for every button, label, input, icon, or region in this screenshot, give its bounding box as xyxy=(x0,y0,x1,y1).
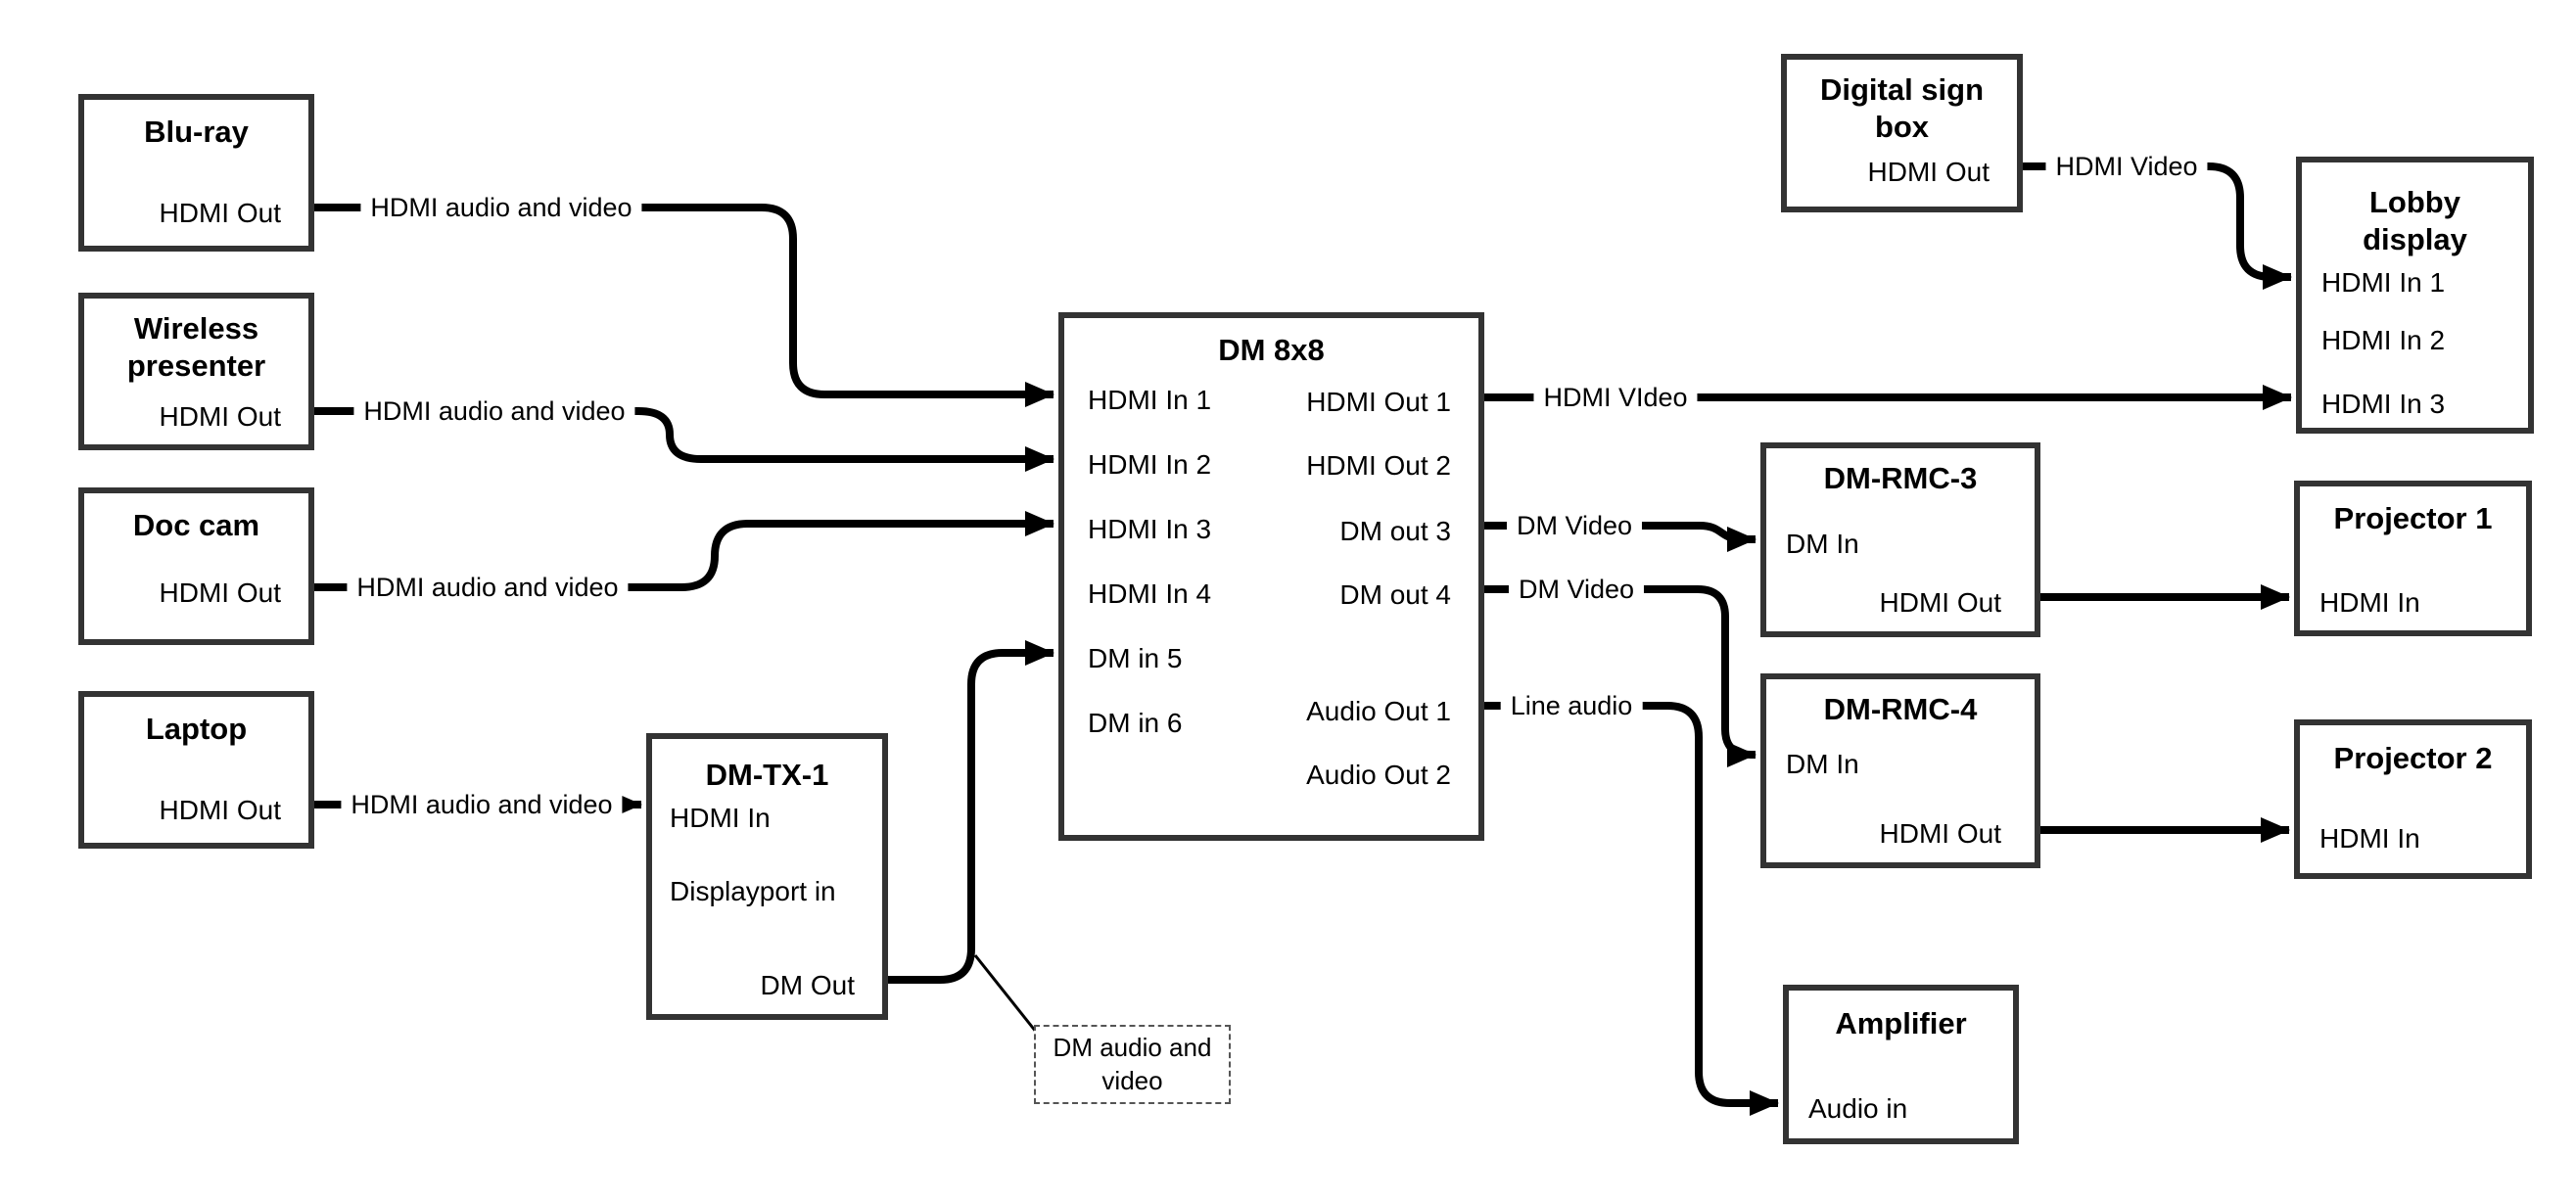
cable-digitalsign-to-lobby-in1 xyxy=(2023,162,2292,290)
wireless-presenter-box: Wireless presenter HDMI Out xyxy=(78,293,314,450)
digitalsign-hdmi-out-port: HDMI Out xyxy=(1867,157,1990,187)
amplifier-audio-in-port: Audio in xyxy=(1808,1093,1908,1124)
dm8x8-audio-out-2-port: Audio Out 2 xyxy=(1306,760,1451,790)
cable-dm8x8-out3-to-dmrmc3 xyxy=(1484,522,1756,552)
dm8x8-hdmi-in-3-port: HDMI In 3 xyxy=(1088,514,1212,544)
lobby-hdmi-in-2-port: HDMI In 2 xyxy=(2321,325,2446,355)
cable-label-doccam: HDMI audio and video xyxy=(347,573,629,602)
amplifier-box: Amplifier Audio in xyxy=(1783,985,2019,1144)
dm8x8-dm-out-4-port: DM out 4 xyxy=(1339,579,1451,610)
projector-2-title: Projector 2 xyxy=(2333,741,2493,775)
dm-8x8-title: DM 8x8 xyxy=(1218,333,1325,367)
projector-1-box: Projector 1 HDMI In xyxy=(2294,481,2532,636)
digital-sign-title-line2: box xyxy=(1874,110,1930,144)
bluray-box: Blu-ray HDMI Out xyxy=(78,94,314,252)
bluray-hdmi-out-port: HDMI Out xyxy=(159,198,281,228)
laptop-hdmi-out-port: HDMI Out xyxy=(159,795,281,825)
dmtx1-dm-out-port: DM Out xyxy=(760,970,855,1000)
dm-tx-1-box: DM-TX-1 HDMI In Displayport in DM Out xyxy=(646,733,888,1020)
doc-cam-title: Doc cam xyxy=(132,508,260,542)
annotation-dm-audio-video: DM audio and video xyxy=(1034,1025,1231,1104)
annotation-leader-line xyxy=(973,954,1038,1033)
dm8x8-hdmi-in-4-port: HDMI In 4 xyxy=(1088,578,1212,609)
projector2-hdmi-in-port: HDMI In xyxy=(2319,823,2420,854)
dm-rmc-3-title: DM-RMC-3 xyxy=(1823,461,1978,495)
cable-label-line-audio: Line audio xyxy=(1500,691,1643,720)
annotation-line2: video xyxy=(1101,1066,1163,1095)
cable-label-laptop: HDMI audio and video xyxy=(341,790,623,819)
cable-label-digital-sign: HDMI Video xyxy=(2045,152,2208,181)
bluray-title: Blu-ray xyxy=(144,115,249,149)
dmrmc4-dm-in-port: DM In xyxy=(1786,749,1859,779)
projector1-hdmi-in-port: HDMI In xyxy=(2319,587,2420,618)
cable-doccam-to-dm8x8-in3 xyxy=(314,511,1054,591)
dm8x8-hdmi-out-2-port: HDMI Out 2 xyxy=(1306,450,1451,481)
dm-rmc-3-box: DM-RMC-3 DM In HDMI Out xyxy=(1760,442,2040,637)
dm8x8-hdmi-out-1-port: HDMI Out 1 xyxy=(1306,387,1451,417)
doccam-hdmi-out-port: HDMI Out xyxy=(159,577,281,608)
cable-dmtx1-to-dm8x8-in5 xyxy=(888,640,1054,984)
laptop-box: Laptop HDMI Out xyxy=(78,691,314,849)
projector-1-title: Projector 1 xyxy=(2333,501,2493,535)
lobby-hdmi-in-1-port: HDMI In 1 xyxy=(2321,267,2446,298)
lobby-display-title-line1: Lobby xyxy=(2369,185,2460,219)
dmtx1-displayport-in-port: Displayport in xyxy=(670,876,836,906)
dm8x8-hdmi-in-1-port: HDMI In 1 xyxy=(1088,385,1212,415)
projector-2-box: Projector 2 HDMI In xyxy=(2294,719,2532,879)
cable-dm8x8-audio1-to-amplifier xyxy=(1484,702,1779,1116)
dmtx1-hdmi-in-port: HDMI In xyxy=(670,803,771,833)
cable-wireless-to-dm8x8-in2 xyxy=(314,407,1054,472)
dm8x8-hdmi-in-2-port: HDMI In 2 xyxy=(1088,449,1212,480)
dm-tx-1-title: DM-TX-1 xyxy=(705,758,829,792)
dmrmc3-dm-in-port: DM In xyxy=(1786,529,1859,559)
cable-label-wireless: HDMI audio and video xyxy=(353,396,635,426)
cable-dm8x8-out4-to-dmrmc4 xyxy=(1484,585,1756,767)
dm8x8-dm-out-3-port: DM out 3 xyxy=(1339,516,1451,546)
wireless-presenter-title-line1: Wireless xyxy=(133,311,259,346)
dm8x8-audio-out-1-port: Audio Out 1 xyxy=(1306,696,1451,726)
lobby-hdmi-in-3-port: HDMI In 3 xyxy=(2321,389,2446,419)
dm8x8-dm-in-6-port: DM in 6 xyxy=(1088,708,1183,738)
dm-8x8-box: DM 8x8 HDMI In 1 HDMI In 2 HDMI In 3 HDM… xyxy=(1058,312,1484,841)
laptop-title: Laptop xyxy=(145,712,248,746)
doc-cam-box: Doc cam HDMI Out xyxy=(78,487,314,645)
annotation-line1: DM audio and xyxy=(1053,1033,1212,1062)
dm-rmc-4-box: DM-RMC-4 DM In HDMI Out xyxy=(1760,673,2040,868)
wireless-presenter-title-line2: presenter xyxy=(126,348,266,383)
digital-sign-title-line1: Digital sign xyxy=(1819,72,1985,107)
digital-sign-box: Digital sign box HDMI Out xyxy=(1781,54,2023,212)
lobby-display-title-line2: display xyxy=(2363,222,2467,256)
cable-label-hdmi-out1: HDMI VIdeo xyxy=(1533,383,1698,412)
wireless-hdmi-out-port: HDMI Out xyxy=(159,401,281,432)
cable-label-dm-out4: DM Video xyxy=(1508,575,1645,604)
cable-bluray-to-dm8x8-in1 xyxy=(314,204,1054,407)
dmrmc4-hdmi-out-port: HDMI Out xyxy=(1879,818,2001,849)
dm8x8-dm-in-5-port: DM in 5 xyxy=(1088,643,1183,673)
cable-label-dm-out3: DM Video xyxy=(1506,511,1643,540)
amplifier-title: Amplifier xyxy=(1835,1006,1967,1040)
cable-label-bluray: HDMI audio and video xyxy=(360,193,642,222)
dm-rmc-4-title: DM-RMC-4 xyxy=(1823,692,1978,726)
dmrmc3-hdmi-out-port: HDMI Out xyxy=(1879,587,2001,618)
lobby-display-box: Lobby display HDMI In 1 HDMI In 2 HDMI I… xyxy=(2296,157,2534,434)
